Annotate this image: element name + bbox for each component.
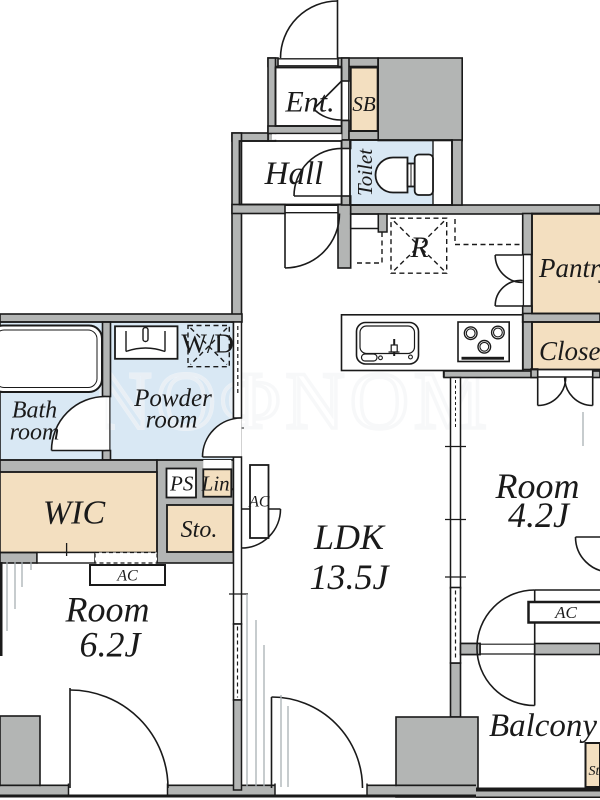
svg-text:Lin.: Lin. (201, 472, 235, 496)
svg-text:room: room (146, 407, 198, 434)
svg-text:SB: SB (352, 92, 376, 116)
svg-text:Closet: Closet (539, 336, 600, 366)
svg-text:Hall: Hall (264, 156, 324, 192)
svg-text:room: room (10, 420, 60, 446)
svg-text:Bath: Bath (12, 398, 57, 424)
svg-text:13.5J: 13.5J (310, 557, 391, 597)
svg-text:LDK: LDK (313, 517, 386, 557)
svg-text:PS: PS (169, 472, 194, 496)
svg-text:6.2J: 6.2J (80, 625, 143, 665)
svg-text:NOΦNOM: NOΦNOM (92, 355, 492, 446)
svg-text:Powder: Powder (133, 385, 212, 412)
svg-text:AC: AC (116, 568, 138, 585)
svg-text:4.2J: 4.2J (508, 495, 571, 535)
svg-text:R: R (409, 231, 428, 264)
svg-text:Ent.: Ent. (284, 86, 334, 119)
svg-text:AC: AC (248, 494, 270, 511)
svg-text:NOΦNOM: NOΦNOM (92, 355, 492, 446)
svg-text:Room: Room (65, 590, 150, 630)
svg-text:Pantry: Pantry (538, 253, 600, 283)
svg-text:Balcony: Balcony (489, 708, 597, 744)
svg-text:WIC: WIC (43, 495, 106, 532)
svg-text:Sto.: Sto. (181, 517, 218, 543)
svg-text:AC: AC (554, 603, 577, 622)
svg-text:Room: Room (495, 466, 580, 506)
svg-text:St: St (589, 764, 600, 779)
svg-text:W/D: W/D (181, 329, 233, 359)
svg-text:Toilet: Toilet (353, 148, 377, 196)
